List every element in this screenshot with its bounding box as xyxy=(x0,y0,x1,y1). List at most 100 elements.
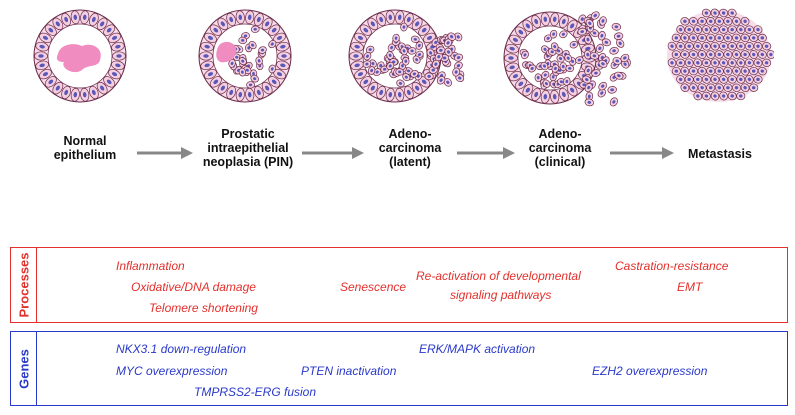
cell xyxy=(697,33,707,43)
cell xyxy=(727,75,737,84)
cell xyxy=(727,25,737,34)
label-line: Adeno- xyxy=(538,127,582,141)
cell xyxy=(766,50,774,59)
cell xyxy=(564,54,573,63)
cell xyxy=(710,8,720,18)
stage-normal-epithelium xyxy=(30,6,130,106)
cell xyxy=(710,75,720,84)
cell xyxy=(719,58,728,68)
cell xyxy=(235,87,245,102)
cell xyxy=(584,34,592,45)
cell xyxy=(745,74,754,84)
cell xyxy=(697,50,707,59)
cell xyxy=(702,25,711,35)
cell xyxy=(736,91,746,101)
cell xyxy=(403,85,414,100)
progression-arrow-4 xyxy=(610,147,674,159)
cell xyxy=(601,38,612,47)
cell xyxy=(749,33,759,43)
cell xyxy=(534,73,542,83)
cell xyxy=(253,12,264,27)
cell xyxy=(350,60,364,71)
cell xyxy=(714,17,724,26)
cell xyxy=(253,85,264,100)
cell xyxy=(277,51,291,61)
cell xyxy=(710,25,720,34)
cell xyxy=(403,12,414,27)
cell xyxy=(268,24,281,36)
cell xyxy=(509,70,522,82)
cell xyxy=(268,76,281,88)
stage-label-latent: Adeno- carcinoma (latent) xyxy=(365,127,455,169)
cell xyxy=(411,81,423,95)
cell xyxy=(607,86,617,94)
cell xyxy=(385,87,395,102)
label-line: (clinical) xyxy=(534,155,586,169)
cell xyxy=(108,32,121,44)
cell xyxy=(396,79,405,88)
cell xyxy=(598,81,608,91)
cell xyxy=(740,83,750,93)
cell xyxy=(736,75,746,84)
cell xyxy=(558,87,569,102)
cell xyxy=(400,46,408,56)
processes-title-cell: Processes xyxy=(11,248,37,322)
cell xyxy=(719,75,729,84)
cell xyxy=(436,76,446,85)
cell xyxy=(727,58,737,68)
cell xyxy=(689,83,698,93)
cell xyxy=(697,83,707,92)
cell xyxy=(598,31,606,41)
cell xyxy=(367,17,379,31)
cell xyxy=(740,16,750,26)
cell xyxy=(540,61,549,71)
cell xyxy=(550,42,559,51)
cell xyxy=(505,62,519,73)
cell xyxy=(706,50,716,59)
cell xyxy=(688,50,699,59)
cell xyxy=(566,83,578,97)
cell xyxy=(411,17,423,31)
gene-pten: PTEN inactivation xyxy=(301,364,397,378)
cell xyxy=(753,41,763,51)
stage-pin xyxy=(195,6,295,106)
cell xyxy=(217,81,229,95)
cell xyxy=(362,60,372,68)
cell xyxy=(584,98,594,107)
cell xyxy=(753,75,763,84)
cell xyxy=(684,58,694,68)
cell xyxy=(541,71,550,80)
cell xyxy=(80,87,90,102)
cell xyxy=(365,45,375,54)
cell xyxy=(276,41,290,52)
cell xyxy=(732,16,741,26)
cell xyxy=(61,85,72,100)
cell xyxy=(706,83,716,92)
cell xyxy=(611,22,622,31)
genes-title-cell: Genes xyxy=(11,332,37,405)
genes-panel: Genes NKX3.1 down-regulation MYC overexp… xyxy=(10,331,788,406)
cell xyxy=(563,77,571,86)
cell xyxy=(410,70,419,78)
cell xyxy=(723,33,733,43)
cell xyxy=(719,8,729,18)
processes-title: Processes xyxy=(16,252,31,318)
cell xyxy=(671,50,681,59)
process-inflammation: Inflammation xyxy=(116,259,185,273)
cell xyxy=(34,51,48,61)
cell xyxy=(706,17,716,26)
cell xyxy=(96,17,108,31)
cell xyxy=(415,41,424,50)
process-castration-resistance: Castration-resistance xyxy=(615,259,729,273)
gene-ezh2: EZH2 overexpression xyxy=(592,364,708,378)
cell xyxy=(369,59,377,68)
cell xyxy=(258,46,267,54)
cell xyxy=(671,33,681,43)
cell xyxy=(762,58,772,67)
cell xyxy=(200,41,214,52)
cell xyxy=(70,10,80,25)
cell xyxy=(217,17,229,31)
processes-panel: Processes Inflammation Oxidative/DNA dam… xyxy=(10,247,788,323)
cell xyxy=(246,81,255,89)
cell xyxy=(551,64,560,73)
